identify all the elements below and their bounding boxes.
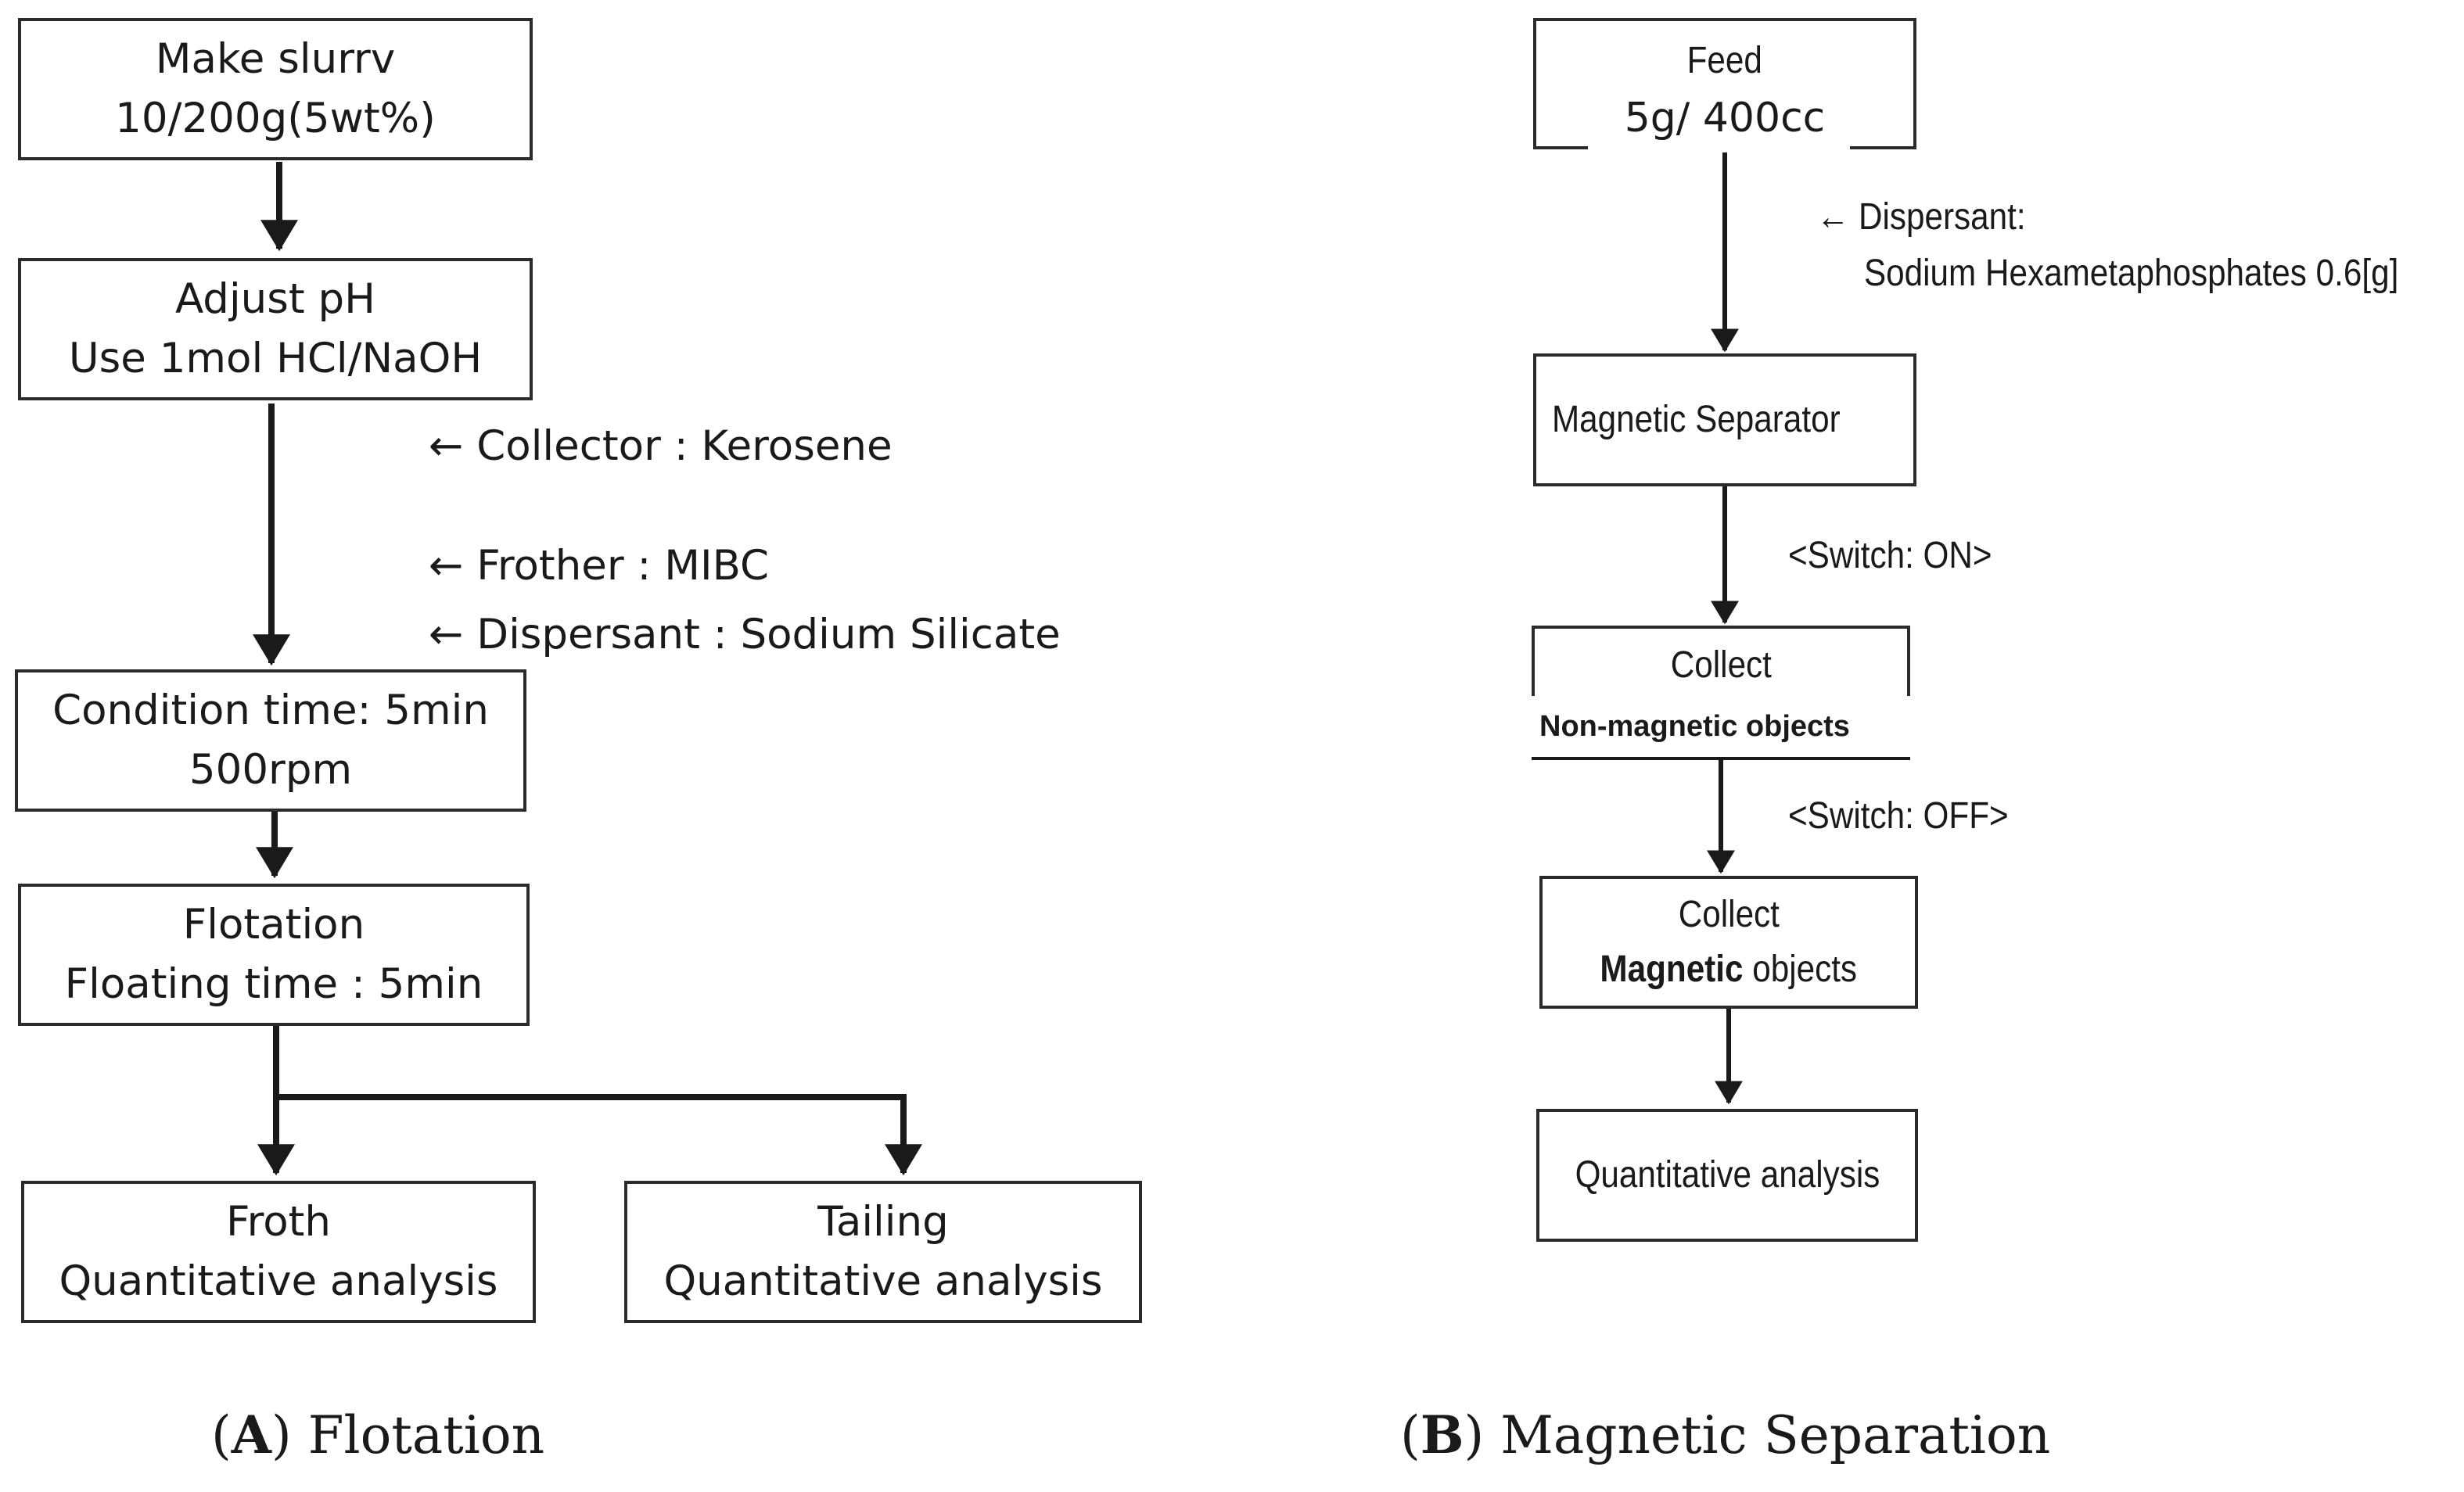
tailing-box: Tailing Quantitative analysis — [624, 1181, 1142, 1323]
froth-box: Froth Quantitative analysis — [21, 1181, 536, 1323]
feed-box: Feed 5g/ 400cc — [1533, 18, 1916, 149]
collect-non-magnetic-box: Collect — [1532, 626, 1910, 696]
arrow-flotation-to-tailing — [276, 1094, 922, 1176]
switch-off-label: <Switch: OFF> — [1788, 795, 2009, 837]
flotation-time: Floating time : 5min — [64, 960, 483, 1008]
collect-1-label: Collect — [1670, 644, 1772, 686]
caption-b: (B) Magnetic Separation — [1400, 1404, 2051, 1465]
magnetic-word: Magnetic — [1600, 949, 1744, 990]
objects-word: objects — [1743, 949, 1858, 990]
caption-b-title: Magnetic Separation — [1500, 1405, 2051, 1465]
quantitative-analysis-box: Quantitative analysis — [1536, 1109, 1918, 1242]
dispersant-note: ← Dispersant : Sodium Silicate — [429, 611, 1061, 658]
feed-title: Feed — [1686, 40, 1763, 81]
make-slurry-title: Make slurrv — [155, 35, 396, 83]
froth-title: Froth — [225, 1198, 332, 1246]
flotation-box: Flotation Floating time : 5min — [18, 884, 530, 1026]
collect-2-label: Collect — [1678, 894, 1780, 935]
dispersant-b-label: ← Dispersant: — [1816, 196, 2026, 238]
non-magnetic-objects-label: Non-magnetic objects — [1539, 710, 1850, 743]
adjust-ph-reagent: Use 1mol HCl/NaOH — [68, 335, 483, 382]
caption-a-letter: A — [231, 1404, 271, 1465]
frother-note: ← Frother : MIBC — [429, 542, 770, 590]
caption-a-title: Flotation — [307, 1405, 545, 1465]
switch-on-label: <Switch: ON> — [1788, 535, 1992, 576]
tailing-title: Tailing — [817, 1198, 949, 1246]
condition-time: Condition time: 5min — [52, 687, 489, 734]
adjust-ph-box: Adjust pH Use 1mol HCl/NaOH — [18, 258, 533, 400]
make-slurry-box: Make slurrv 10/200g(5wt%) — [18, 18, 533, 160]
dispersant-b-reagent: Sodium Hexametaphosphates 0.6[g] — [1864, 253, 2399, 294]
magnetic-separator-label: Magnetic Separator — [1552, 399, 1841, 440]
caption-b-letter: B — [1420, 1404, 1464, 1465]
collector-note: ← Collector : Kerosene — [429, 422, 893, 470]
collect-2-objects: Magnetic objects — [1600, 942, 1858, 997]
adjust-ph-title: Adjust pH — [174, 275, 376, 323]
caption-a: (A) Flotation — [211, 1404, 545, 1465]
make-slurry-amount: 10/200g(5wt%) — [115, 95, 436, 142]
condition-box: Condition time: 5min 500rpm — [15, 669, 526, 812]
flotation-title: Flotation — [182, 901, 365, 949]
froth-analysis: Quantitative analysis — [59, 1257, 498, 1305]
feed-amount: 5g/ 400cc — [1624, 95, 1826, 142]
condition-speed: 500rpm — [189, 746, 353, 794]
collect-magnetic-box: Collect Magnetic objects — [1539, 876, 1918, 1009]
magnetic-separator-box: Magnetic Separator — [1533, 353, 1916, 486]
quantitative-analysis-label: Quantitative analysis — [1575, 1154, 1880, 1196]
tailing-analysis: Quantitative analysis — [663, 1257, 1103, 1305]
